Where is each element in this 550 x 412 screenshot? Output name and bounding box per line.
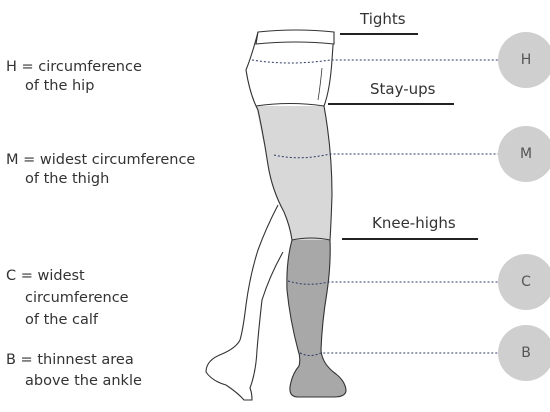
definition-m-line1: M = widest circumference <box>6 151 195 170</box>
definition-m: M = widest circumference of the thigh <box>6 151 195 189</box>
definition-h-line2: of the hip <box>6 77 142 96</box>
back-leg-outline <box>206 205 283 400</box>
definition-b-line1: B = thinnest area <box>6 350 142 371</box>
marker-c: C <box>498 254 550 310</box>
definition-h: H = circumference of the hip <box>6 58 142 96</box>
ankle-measure-line <box>300 353 498 356</box>
definition-h-line1: H = circumference <box>6 58 142 77</box>
marker-h: H <box>498 32 550 88</box>
definition-b-line2: above the ankle <box>6 371 142 392</box>
knee-highs-label: Knee-highs <box>372 214 456 232</box>
stay-ups-band <box>256 104 324 107</box>
marker-b: B <box>498 325 550 381</box>
tights-waistband <box>256 30 334 44</box>
definition-b: B = thinnest area above the ankle <box>6 350 142 392</box>
definition-c: C = widest circumference of the calf <box>6 265 129 331</box>
definition-c-line1: C = widest <box>6 265 129 287</box>
marker-m: M <box>498 126 550 182</box>
stay-ups-label: Stay-ups <box>370 80 435 98</box>
definition-c-line3: of the calf <box>6 309 129 331</box>
stay-ups-region <box>256 106 332 240</box>
definition-m-line2: of the thigh <box>6 170 195 189</box>
hip-measure-line <box>252 60 498 63</box>
hip-crease <box>318 68 322 100</box>
knee-highs-region <box>287 240 346 397</box>
tights-label: Tights <box>360 10 406 28</box>
definition-c-line2: circumference <box>6 287 129 309</box>
